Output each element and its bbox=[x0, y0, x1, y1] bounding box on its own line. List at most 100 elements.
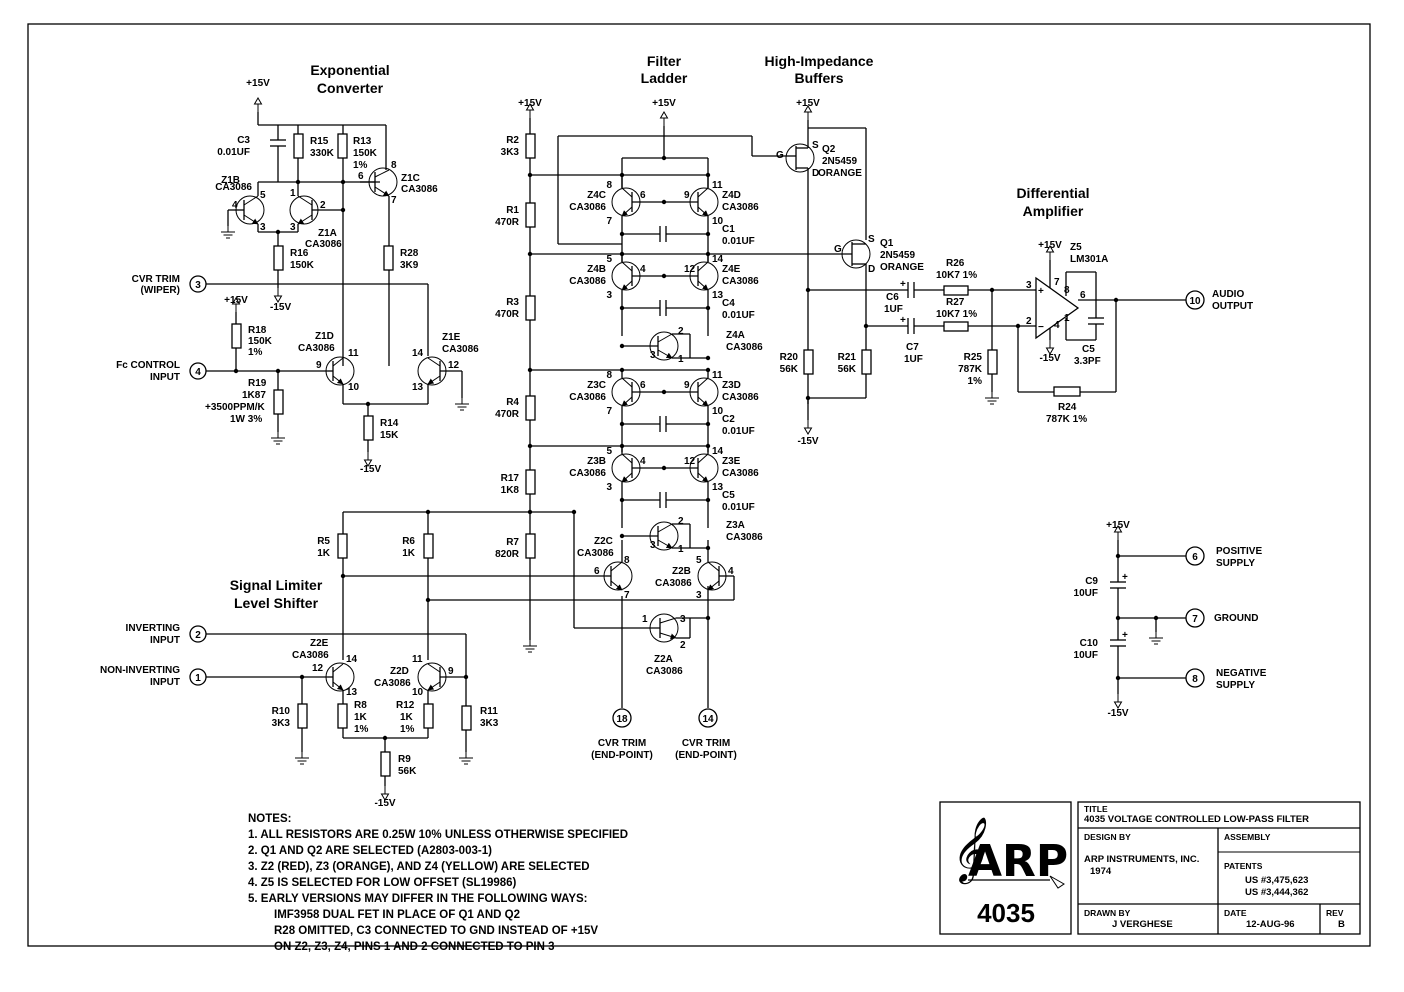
svg-text:ON Z2, Z3, Z4, PINS 1 AND 2 CO: ON Z2, Z3, Z4, PINS 1 AND 2 CONNECTED TO… bbox=[274, 941, 555, 953]
svg-text:Q1: Q1 bbox=[880, 238, 894, 249]
svg-text:10UF: 10UF bbox=[1074, 650, 1098, 661]
svg-text:8: 8 bbox=[606, 370, 612, 381]
svg-text:R1: R1 bbox=[506, 205, 519, 216]
svg-text:1: 1 bbox=[1064, 313, 1070, 324]
svg-text:POSITIVE: POSITIVE bbox=[1216, 546, 1262, 557]
svg-text:C3: C3 bbox=[237, 135, 250, 146]
svg-text:TITLE: TITLE bbox=[1084, 804, 1108, 814]
svg-text:Z2B: Z2B bbox=[672, 566, 691, 577]
svg-text:1K87: 1K87 bbox=[242, 390, 266, 401]
svg-text:C6: C6 bbox=[886, 292, 899, 303]
filter-ladder-title-2: Ladder bbox=[641, 70, 688, 86]
svg-text:OUTPUT: OUTPUT bbox=[1212, 301, 1253, 312]
svg-text:Z2D: Z2D bbox=[390, 666, 409, 677]
svg-text:3: 3 bbox=[195, 280, 201, 291]
svg-text:US #3,475,623: US #3,475,623 bbox=[1245, 875, 1308, 886]
svg-text:3K3: 3K3 bbox=[501, 147, 520, 158]
svg-text:4035: 4035 bbox=[977, 898, 1035, 928]
svg-text:4: 4 bbox=[195, 367, 201, 378]
svg-text:1W 3%: 1W 3% bbox=[230, 414, 262, 425]
svg-text:1%: 1% bbox=[968, 376, 983, 387]
svg-text:R11: R11 bbox=[480, 706, 498, 717]
svg-text:150K: 150K bbox=[248, 336, 273, 347]
limiter-title-2: Level Shifter bbox=[234, 595, 319, 611]
filter-ladder-section: +15V R2 3K3 R1 470R R3 470R R4 470R R17 … bbox=[495, 98, 786, 761]
svg-text:13: 13 bbox=[412, 382, 424, 393]
svg-text:C5: C5 bbox=[1082, 344, 1095, 355]
svg-text:R6: R6 bbox=[402, 536, 415, 547]
svg-text:INPUT: INPUT bbox=[150, 372, 180, 383]
svg-text:1UF: 1UF bbox=[884, 304, 903, 315]
svg-text:R13: R13 bbox=[353, 136, 372, 147]
svg-text:SUPPLY: SUPPLY bbox=[1216, 558, 1255, 569]
svg-text:R17: R17 bbox=[501, 473, 520, 484]
svg-text:+: + bbox=[1038, 286, 1044, 297]
svg-text:3K3: 3K3 bbox=[272, 718, 291, 729]
svg-text:-15V: -15V bbox=[1039, 353, 1060, 364]
svg-text:+15V: +15V bbox=[518, 98, 542, 109]
svg-text:3: 3 bbox=[650, 540, 656, 551]
svg-text:R24: R24 bbox=[1058, 402, 1077, 413]
svg-text:R5: R5 bbox=[317, 536, 330, 547]
svg-text:R27: R27 bbox=[946, 297, 965, 308]
svg-text:D: D bbox=[868, 264, 875, 275]
svg-text:CA3086: CA3086 bbox=[569, 392, 606, 403]
svg-text:DATE: DATE bbox=[1224, 908, 1247, 918]
svg-text:C2: C2 bbox=[722, 414, 735, 425]
svg-text:3K9: 3K9 bbox=[400, 260, 419, 271]
svg-text:+: + bbox=[1122, 572, 1128, 583]
svg-text:INVERTING: INVERTING bbox=[126, 623, 181, 634]
svg-text:R28: R28 bbox=[400, 248, 419, 259]
svg-text:9: 9 bbox=[448, 666, 454, 677]
buffers-title-2: Buffers bbox=[794, 70, 843, 86]
svg-text:1: 1 bbox=[678, 544, 684, 555]
svg-text:12: 12 bbox=[312, 663, 324, 674]
svg-text:3: 3 bbox=[650, 350, 656, 361]
svg-text:Z2E: Z2E bbox=[310, 638, 329, 649]
svg-text:10K7 1%: 10K7 1% bbox=[936, 270, 977, 281]
svg-text:CVR TRIM: CVR TRIM bbox=[682, 738, 730, 749]
svg-text:1: 1 bbox=[678, 354, 684, 365]
svg-text:CA3086: CA3086 bbox=[577, 548, 614, 559]
svg-text:NON-INVERTING: NON-INVERTING bbox=[100, 665, 180, 676]
svg-text:10: 10 bbox=[712, 406, 724, 417]
svg-text:DRAWN BY: DRAWN BY bbox=[1084, 908, 1131, 918]
svg-text:2: 2 bbox=[678, 516, 684, 527]
svg-text:CA3086: CA3086 bbox=[292, 650, 329, 661]
svg-text:R25: R25 bbox=[964, 352, 983, 363]
svg-text:CA3086: CA3086 bbox=[215, 182, 252, 193]
svg-text:12-AUG-96: 12-AUG-96 bbox=[1246, 919, 1295, 930]
svg-text:470R: 470R bbox=[495, 217, 520, 228]
svg-text:7: 7 bbox=[624, 590, 630, 601]
port-10 bbox=[1185, 290, 1205, 310]
svg-text:Z1E: Z1E bbox=[442, 332, 461, 343]
svg-text:−: − bbox=[1038, 322, 1044, 333]
power-section: +15V + C9 10UF + C10 10UF -15V 6 POSITIV… bbox=[1074, 520, 1267, 719]
svg-text:1K: 1K bbox=[402, 548, 416, 559]
exp-converter-section: +15V C3 0.01UF R15 330K R13 150K 1% 6 bbox=[116, 78, 479, 475]
svg-text:CA3086: CA3086 bbox=[722, 276, 759, 287]
svg-text:2: 2 bbox=[195, 630, 201, 641]
svg-text:1%: 1% bbox=[248, 347, 263, 358]
svg-text:5: 5 bbox=[696, 555, 702, 566]
svg-text:2: 2 bbox=[320, 200, 326, 211]
svg-text:CA3086: CA3086 bbox=[569, 276, 606, 287]
svg-text:5. EARLY VERSIONS MAY DIFFER I: 5. EARLY VERSIONS MAY DIFFER IN THE FOLL… bbox=[248, 893, 588, 905]
svg-text:12: 12 bbox=[684, 456, 696, 467]
svg-text:3: 3 bbox=[696, 590, 702, 601]
svg-text:C5: C5 bbox=[722, 490, 735, 501]
svg-text:10: 10 bbox=[712, 216, 724, 227]
svg-text:+15V: +15V bbox=[652, 98, 676, 109]
svg-text:CA3086: CA3086 bbox=[401, 184, 438, 195]
svg-text:9: 9 bbox=[684, 380, 690, 391]
svg-text:R2: R2 bbox=[506, 135, 519, 146]
svg-text:150K: 150K bbox=[290, 260, 315, 271]
svg-text:CA3086: CA3086 bbox=[655, 578, 692, 589]
svg-text:Z2C: Z2C bbox=[594, 536, 613, 547]
svg-text:15K: 15K bbox=[380, 430, 399, 441]
svg-text:2N5459: 2N5459 bbox=[880, 250, 915, 261]
svg-text:-15V: -15V bbox=[797, 436, 818, 447]
svg-text:3K3: 3K3 bbox=[480, 718, 499, 729]
svg-text:14: 14 bbox=[346, 654, 358, 665]
svg-text:IMF3958 DUAL FET IN PLACE OF Q: IMF3958 DUAL FET IN PLACE OF Q1 AND Q2 bbox=[274, 909, 520, 921]
